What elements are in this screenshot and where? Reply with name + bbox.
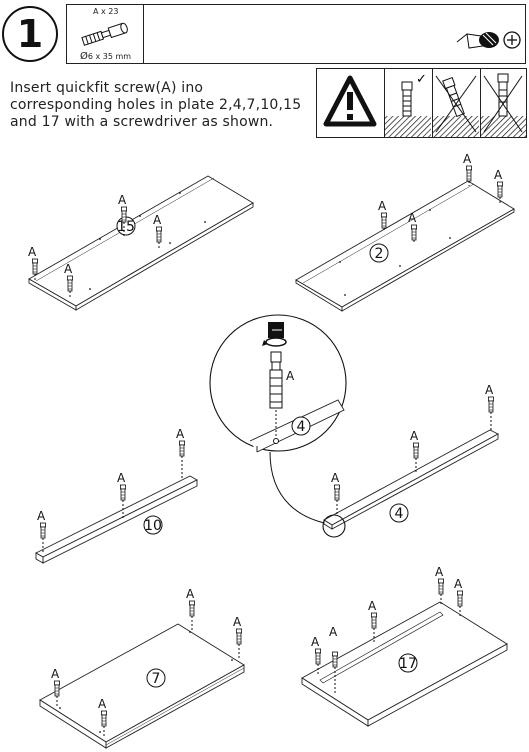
plate-17-label: 17	[399, 656, 417, 672]
screw-label-a: A	[176, 427, 185, 441]
plate-7-label: 7	[152, 671, 161, 687]
plate-number-circle	[389, 503, 409, 523]
check-mark-icon: ✓	[416, 72, 427, 87]
wrong-protruding-insertion-icon	[480, 73, 526, 137]
screw-label-a: A	[485, 383, 494, 397]
plate-15-label: 15	[117, 219, 135, 235]
screw-label-a: A	[331, 471, 340, 485]
correct-insertion-icon	[384, 81, 431, 137]
detail-magnifier: 4 A	[209, 314, 347, 526]
plate-4: 4	[322, 429, 499, 538]
screw-label-a: A	[51, 667, 60, 681]
plate-2-screws: A A A A	[378, 152, 504, 244]
plate-17-screws: A A A A A	[311, 565, 464, 694]
screw-label-a: A	[233, 615, 242, 629]
screw-label-a: A	[311, 635, 320, 649]
warning-graphics: ✓	[323, 72, 526, 137]
plate-number-circle	[369, 243, 389, 263]
diameter-symbol: Ø	[80, 51, 88, 62]
hardware-size: Ø6 x 35 mm	[80, 51, 131, 62]
plate-2-label: 2	[375, 246, 384, 262]
hardware-quantity: A x 23	[93, 7, 119, 16]
detail-plate-4-label: 4	[297, 419, 306, 435]
warning-cell-wrong-1	[432, 69, 481, 137]
screw-label-a: A	[64, 262, 73, 276]
quickfit-screw-icon	[81, 22, 128, 46]
instruction-text: Insert quickfit screw(A) ino correspondi…	[10, 80, 302, 130]
plate-17: 17	[301, 601, 508, 727]
caution-triangle-icon	[323, 75, 377, 127]
screw-label-a: A	[28, 245, 37, 259]
plate-10: 10	[35, 475, 198, 564]
screw-label-a: A	[118, 193, 127, 207]
plate-number-circle	[146, 668, 166, 688]
screw-label-a: A	[494, 168, 503, 182]
plate-number-circle	[143, 515, 163, 535]
screw-label-a: A	[186, 587, 195, 601]
plate-15: 15	[28, 175, 254, 311]
hardware-divider	[143, 4, 144, 64]
screw-label-a: A	[37, 509, 46, 523]
screw-label-a: A	[408, 211, 417, 225]
screw-label-a: A	[463, 152, 472, 166]
wrong-tilted-insertion-icon	[432, 75, 479, 137]
warning-cell-correct	[384, 69, 433, 137]
screw-label-a: A	[454, 577, 463, 591]
screw-label-a: A	[98, 697, 107, 711]
hardware-size-text: 6 x 35 mm	[87, 52, 132, 61]
plate-4-label: 4	[395, 506, 404, 522]
plate-2: 2	[295, 180, 515, 312]
step-number-text: 1	[16, 12, 44, 56]
screw-label-a: A	[329, 625, 338, 639]
screwdriver-icon	[456, 31, 521, 49]
screw-label-a: A	[435, 565, 444, 579]
screw-label-a: A	[410, 429, 419, 443]
screw-label-a: A	[153, 213, 162, 227]
screw-label-a: A	[117, 471, 126, 485]
warning-cell-wrong-2	[480, 69, 528, 137]
step-number: 1	[2, 6, 58, 62]
plate-4-screws: A A A	[331, 383, 495, 516]
screw-label-a: A	[286, 369, 295, 383]
screw-label-a: A	[378, 199, 387, 213]
plate-10-label: 10	[144, 518, 162, 534]
plate-7-screws: A A A A	[51, 587, 243, 736]
plate-number-circle	[398, 653, 418, 673]
plate-7: 7	[39, 623, 245, 749]
plate-10-screws: A A A	[37, 427, 186, 553]
hardware-box	[66, 4, 526, 64]
plate-15-screws: A A A A	[28, 193, 163, 298]
screw-label-a: A	[368, 599, 377, 613]
